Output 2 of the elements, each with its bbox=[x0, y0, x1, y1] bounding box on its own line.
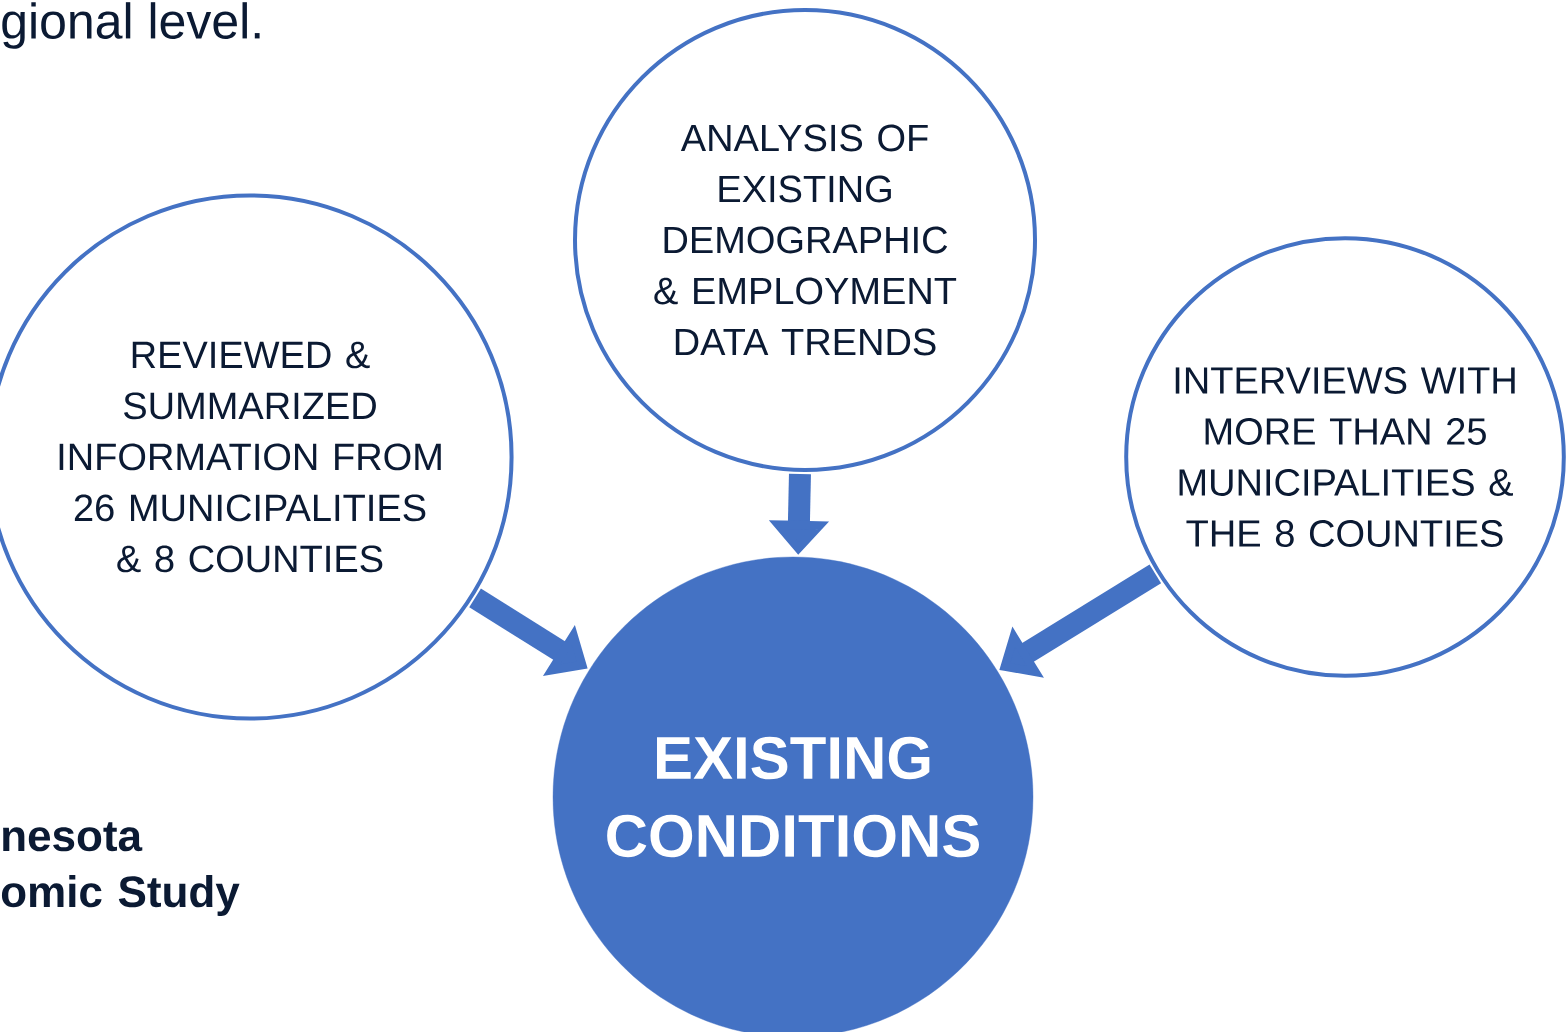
heading-text: nesota omic Study bbox=[1, 822, 240, 917]
heading-text: gional level. bbox=[2, 2, 260, 49]
